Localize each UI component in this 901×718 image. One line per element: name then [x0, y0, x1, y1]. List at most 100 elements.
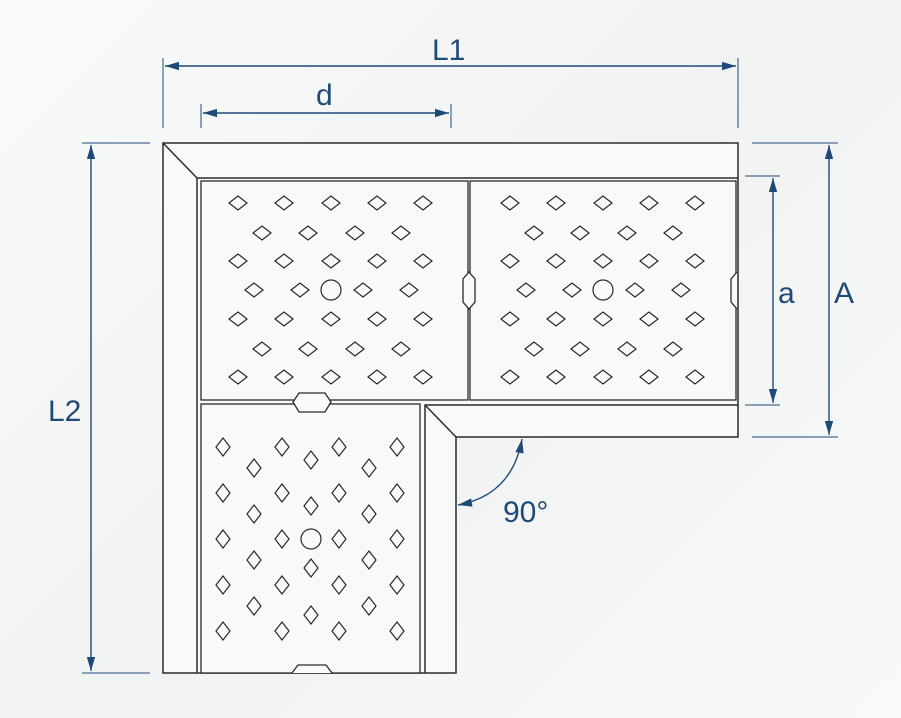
perforation-hole [215, 483, 231, 503]
perforation-hole [639, 311, 659, 327]
perforation-hole [274, 483, 290, 503]
perforation-hole [215, 621, 231, 641]
panel-top-left [200, 180, 469, 401]
perforation-hole [500, 253, 520, 269]
perforation-hole [413, 195, 433, 211]
perforation-hole [671, 282, 691, 298]
perforation-hole [685, 195, 705, 211]
perforation-hole [274, 575, 290, 595]
label-A: A [834, 277, 854, 310]
perforation-hole [685, 253, 705, 269]
perforation-hole [361, 596, 377, 616]
perforation-hole [274, 195, 294, 211]
perforation-hole [516, 282, 536, 298]
perforation-hole [321, 195, 341, 211]
lifting-hole [320, 279, 342, 301]
perforation-hole [361, 550, 377, 570]
perforation-hole [298, 341, 318, 357]
perforation-hole [274, 529, 290, 549]
perforation-hole [389, 437, 405, 457]
panel-bottom [200, 403, 421, 674]
perforation-hole [274, 253, 294, 269]
connector-horizontal [292, 392, 332, 413]
perforation-hole [361, 458, 377, 478]
perforation-hole [228, 195, 248, 211]
perforation-hole [321, 253, 341, 269]
perforation-hole [244, 282, 264, 298]
grating-panels [200, 180, 738, 674]
lifting-hole [300, 528, 322, 550]
perforation-hole [303, 496, 319, 516]
perforation-hole [389, 483, 405, 503]
perforation-hole [303, 450, 319, 470]
perforation-hole [321, 311, 341, 327]
label-angle: 90° [503, 496, 548, 529]
perforation-hole [331, 529, 347, 549]
perforation-hole [685, 369, 705, 385]
perforation-hole [252, 341, 272, 357]
perforation-hole [639, 253, 659, 269]
perforation-hole [298, 225, 318, 241]
perforation-hole [391, 225, 411, 241]
perforation-hole [331, 621, 347, 641]
perforation-hole [639, 195, 659, 211]
perforation-hole [321, 369, 341, 385]
perforation-hole [389, 529, 405, 549]
perforation-hole [367, 195, 387, 211]
perforation-hole [391, 341, 411, 357]
perforation-hole [228, 369, 248, 385]
perforation-hole [593, 253, 613, 269]
perforation-hole [593, 311, 613, 327]
frame-miter-inner [424, 404, 457, 438]
perforation-hole [246, 596, 262, 616]
label-a: a [778, 277, 795, 310]
perforation-hole [593, 195, 613, 211]
perforation-hole [367, 253, 387, 269]
perforation-hole [361, 504, 377, 524]
perforation-hole [367, 369, 387, 385]
perforation-hole [546, 311, 566, 327]
perforation-hole [246, 458, 262, 478]
perforation-hole [625, 282, 645, 298]
perforation-hole [617, 225, 637, 241]
perforation-hole [246, 550, 262, 570]
lifting-hole [592, 279, 614, 301]
panel-top-right [469, 180, 737, 401]
perforation-hole [562, 282, 582, 298]
perforation-hole [413, 253, 433, 269]
label-d: d [316, 79, 333, 112]
perforation-hole [215, 575, 231, 595]
perforation-hole [389, 575, 405, 595]
perforation-hole [399, 282, 419, 298]
perforation-hole [546, 195, 566, 211]
perforation-pattern [215, 195, 705, 641]
connector-bottom-edge [291, 664, 333, 674]
label-L1: L1 [432, 34, 465, 67]
perforation-hole [663, 225, 683, 241]
perforation-hole [546, 369, 566, 385]
perforation-hole [685, 311, 705, 327]
perforation-hole [290, 282, 310, 298]
perforation-hole [617, 341, 637, 357]
perforation-hole [331, 575, 347, 595]
perforation-hole [570, 341, 590, 357]
perforation-hole [500, 369, 520, 385]
perforation-hole [500, 311, 520, 327]
perforation-hole [663, 341, 683, 357]
perforation-hole [246, 504, 262, 524]
perforation-hole [228, 253, 248, 269]
perforation-hole [228, 311, 248, 327]
frame-inner-corner [424, 404, 738, 673]
perforation-hole [331, 437, 347, 457]
perforation-hole [413, 311, 433, 327]
perforation-hole [413, 369, 433, 385]
connector-right-edge [730, 271, 738, 310]
perforation-hole [639, 369, 659, 385]
perforation-hole [274, 621, 290, 641]
frame-miter-outer [162, 142, 198, 179]
perforation-hole [274, 311, 294, 327]
dimensions [82, 58, 838, 674]
perforation-hole [215, 529, 231, 549]
